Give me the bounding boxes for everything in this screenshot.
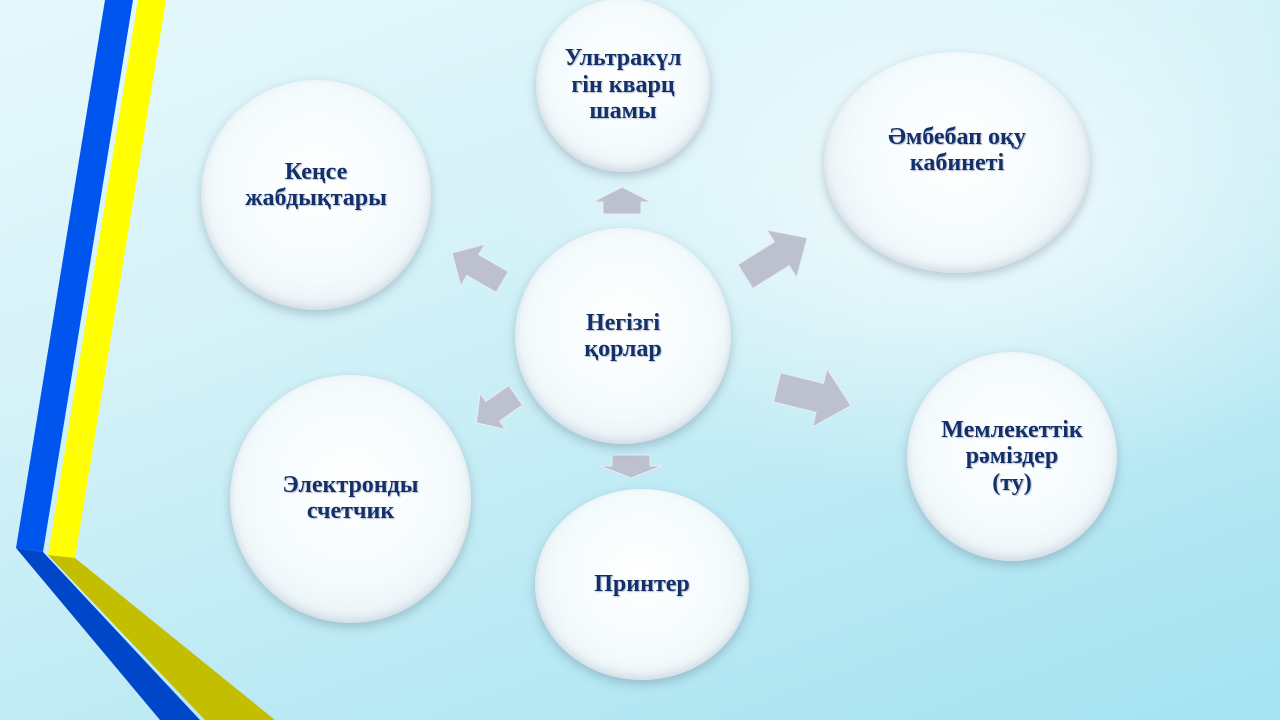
arrow-right xyxy=(772,367,852,429)
node-label: Электронды счетчик xyxy=(282,471,419,524)
yellow-stripe-lower xyxy=(48,555,275,720)
blue-stripe-lower xyxy=(16,548,200,720)
node-center-main-assets: Негізгі қорлар xyxy=(515,228,731,444)
node-label: Кеңсе жабдықтары xyxy=(245,158,387,211)
node-label: Мемлекеттік рәміздер (ту) xyxy=(941,416,1083,496)
arrow-down xyxy=(599,454,663,479)
yellow-stripe xyxy=(48,0,166,558)
node-office-equipment: Кеңсе жабдықтары xyxy=(201,80,431,310)
center-label: Негізгі қорлар xyxy=(584,309,662,362)
blue-stripe xyxy=(16,0,133,552)
node-label: Принтер xyxy=(594,571,690,598)
node-uv-lamp: Ультракүл гін кварц шамы xyxy=(536,0,710,172)
node-label: Әмбебап оқу кабинеті xyxy=(888,123,1026,176)
arrow-downleft xyxy=(475,384,524,431)
arrow-upleft xyxy=(451,243,509,294)
node-label: Ультракүл гін кварц шамы xyxy=(564,45,682,125)
node-printer: Принтер xyxy=(535,489,749,680)
node-state-symbols: Мемлекеттік рәміздер (ту) xyxy=(907,352,1117,561)
arrow-upright xyxy=(737,229,808,290)
node-universal-classroom: Әмбебап оқу кабинеті xyxy=(824,52,1090,273)
node-electronic-meter: Электронды счетчик xyxy=(230,375,471,623)
arrow-up xyxy=(592,186,652,215)
